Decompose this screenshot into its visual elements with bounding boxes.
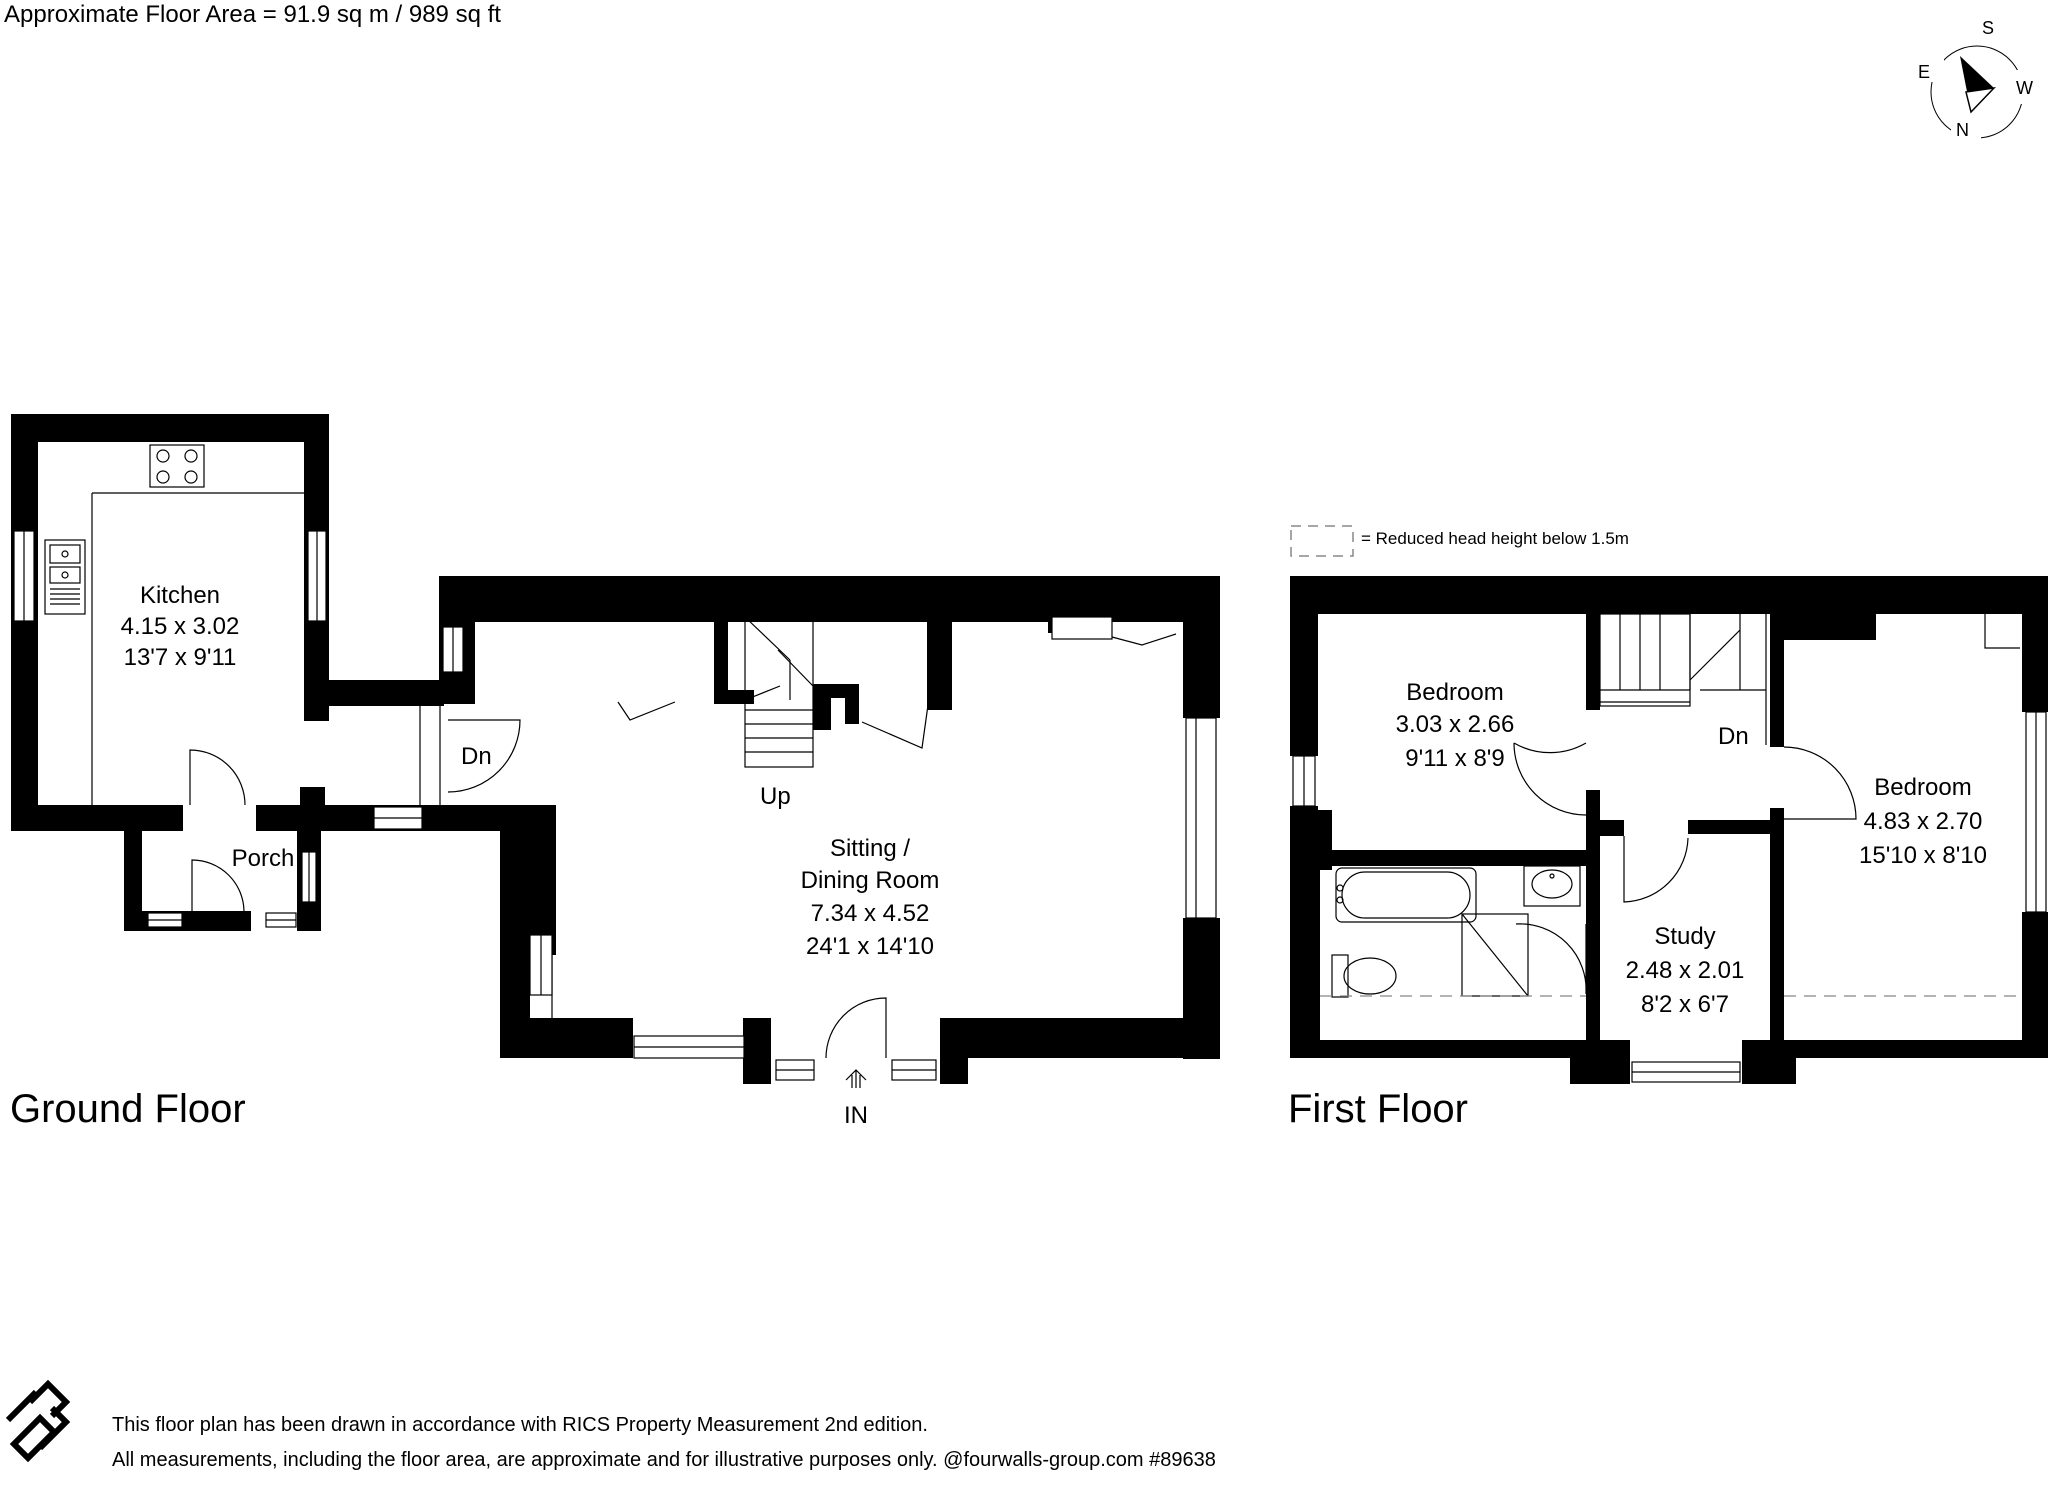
sink-icon [44, 539, 86, 615]
first-floor-labels: Bedroom 3.03 x 2.66 9'11 x 8'9 Dn Bedroo… [1288, 679, 1987, 1131]
kitchen-imperial: 13'7 x 9'11 [124, 644, 237, 671]
first-floor-title: First Floor [1288, 1087, 1468, 1131]
ground-floor-title: Ground Floor [10, 1087, 246, 1131]
bath-icon [1335, 867, 1477, 923]
reduced-height-swatch [1290, 525, 1354, 557]
shower-icon [1461, 913, 1529, 997]
bedroom2-name: Bedroom [1874, 774, 1971, 801]
ground-floor-labels: Kitchen 4.15 x 3.02 13'7 x 9'11 Porch Dn… [10, 582, 939, 1131]
bedroom1-metric: 3.03 x 2.66 [1396, 711, 1515, 738]
hob-icon [149, 444, 205, 488]
kitchen-metric: 4.15 x 3.02 [121, 613, 240, 640]
ground-floor-plan [11, 414, 1220, 1084]
porch-name: Porch [232, 845, 295, 872]
stairs-up: Up [760, 783, 791, 810]
ground-stairs-down: Dn [461, 743, 492, 770]
toilet-icon [1331, 954, 1397, 998]
kitchen-name: Kitchen [140, 582, 220, 609]
bedroom1-imperial: 9'11 x 8'9 [1405, 745, 1504, 772]
study-imperial: 8'2 x 6'7 [1641, 991, 1729, 1018]
bedroom1-name: Bedroom [1406, 679, 1503, 706]
study-metric: 2.48 x 2.01 [1626, 957, 1745, 984]
sitting-imperial: 24'1 x 14'10 [806, 933, 934, 960]
bedroom2-imperial: 15'10 x 8'10 [1859, 842, 1987, 869]
floor-area-text: Approximate Floor Area = 91.9 sq m / 989… [4, 1, 501, 28]
entrance-label: IN [844, 1102, 868, 1129]
sitting-name-2: Dining Room [801, 867, 940, 894]
compass-s: S [1982, 18, 1994, 38]
ground-floor-details [13, 444, 1217, 1088]
first-stairs-down: Dn [1718, 723, 1749, 750]
compass-e: E [1918, 62, 1930, 82]
sitting-name-1: Sitting / [830, 835, 910, 862]
fourwalls-logo [5, 1379, 71, 1463]
compass-w: W [2016, 78, 2033, 98]
first-floor-plan [1290, 576, 2048, 1084]
study-name: Study [1654, 923, 1715, 950]
entrance-arrow-icon [845, 1069, 867, 1088]
compass-n: N [1956, 120, 1969, 140]
compass: S W N E [1910, 6, 2040, 145]
bedroom2-metric: 4.83 x 2.70 [1864, 808, 1983, 835]
footer-line1: This floor plan has been drawn in accord… [112, 1414, 928, 1436]
reduced-height-legend: = Reduced head height below 1.5m [1361, 529, 1629, 548]
basin-icon [1523, 865, 1581, 907]
legend: = Reduced head height below 1.5m [1290, 525, 1629, 557]
footer-line2: All measurements, including the floor ar… [112, 1449, 1216, 1471]
first-floor-details [1292, 612, 2047, 1083]
sitting-metric: 7.34 x 4.52 [811, 900, 930, 927]
